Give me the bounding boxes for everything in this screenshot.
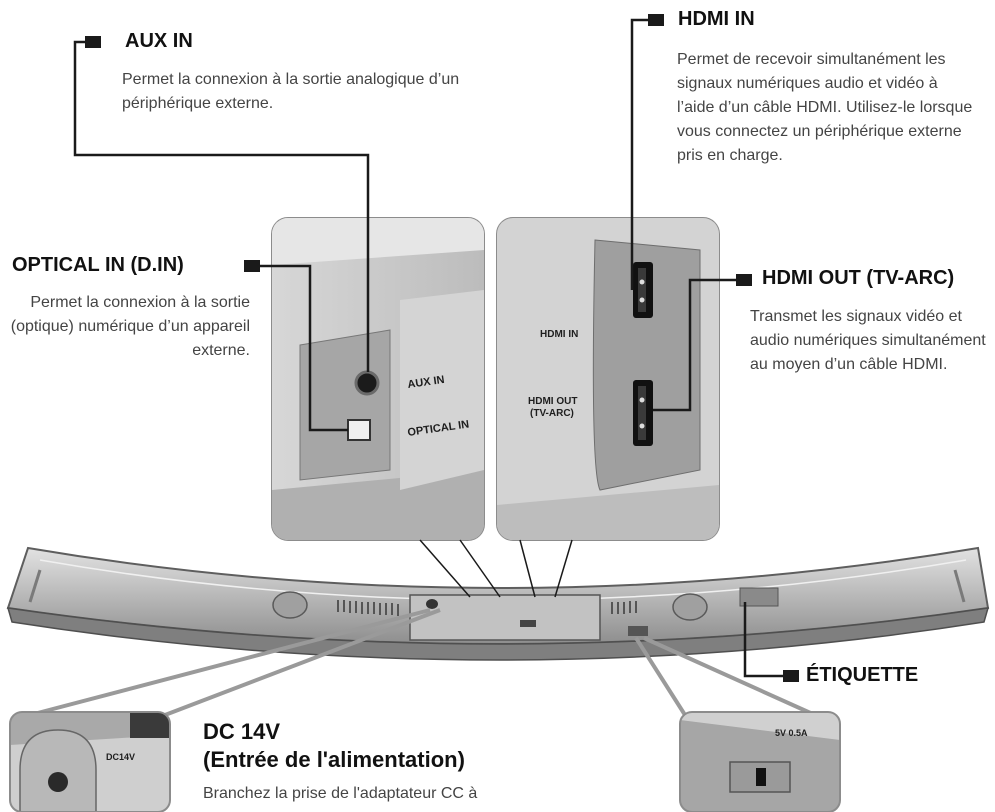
dc-description: Branchez la prise de l'adaptateur CC à (203, 785, 478, 802)
hdmi-in-description: Permet de recevoir simultanément les sig… (677, 51, 973, 164)
hdmi-out-title: HDMI OUT (TV-ARC) (762, 267, 955, 289)
dc14v-inset-label: DC14V (106, 752, 135, 762)
dc-inset: DC14V (9, 711, 171, 812)
right-connector-panel: HDMI IN HDMI OUT (TV-ARC) (496, 217, 720, 541)
dc-title-line1: DC 14V (203, 719, 281, 744)
tv-arc-panel-label: (TV-ARC) (530, 408, 574, 419)
inset-connectors (29, 608, 816, 717)
hdmi-in-title: HDMI IN (678, 8, 755, 30)
aux-in-title: AUX IN (125, 30, 193, 52)
leader-lines (73, 18, 785, 678)
hdmi-in-panel-label: HDMI IN (540, 329, 578, 340)
optical-in-description: Permet la connexion à la sortie (optique… (10, 294, 250, 359)
etiquette-title: ÉTIQUETTE (806, 664, 919, 686)
usb-inset: 5V 0.5A (679, 711, 841, 812)
aux-in-panel-label: AUX IN (407, 374, 446, 391)
optical-in-title: OPTICAL IN (D.IN) (12, 254, 184, 276)
left-connector-panel: AUX IN OPTICAL IN (271, 217, 485, 541)
soundbar-body (6, 546, 990, 661)
aux-in-description: Permet la connexion à la sortie analogiq… (122, 71, 460, 112)
usb-inset-label: 5V 0.5A (775, 728, 808, 738)
panel-callout-lines (419, 539, 573, 598)
hdmi-out-description: Transmet les signaux vidéo et audio numé… (750, 308, 986, 373)
leader-markers (85, 14, 799, 682)
dc-title-line2: (Entrée de l'alimentation) (203, 747, 465, 772)
hdmi-out-panel-label: HDMI OUT (528, 396, 577, 407)
